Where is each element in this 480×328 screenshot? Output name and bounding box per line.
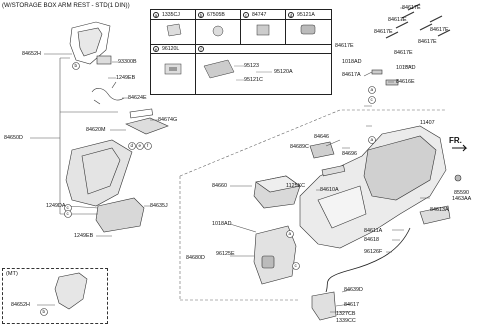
callout-letter-a: a [370,137,374,142]
callout-letter-c: c [66,211,69,216]
part-label: 84624E [128,95,147,101]
callout-letter-a: a [288,231,292,236]
diagram-header: (W/STORAGE BOX ARM REST - STD(1 DIN)) [2,2,130,9]
part-label: 84617E [374,29,393,35]
callout-letter-c: c [294,263,297,268]
part-label: 84617E [402,5,421,11]
part-label: 84617E [430,27,449,33]
part-label: 84689C [290,144,309,150]
part-label: 84617E [388,17,407,23]
part-label: 85590 [454,190,469,196]
callout-letter-b: b [42,309,46,314]
part-label: 84650D [4,135,23,141]
part-label: 96126F [364,249,383,255]
part-label: 84635J [150,203,168,209]
storage-box [95,197,145,233]
legend-cell-f: f 95123 95121C 95120A [196,44,332,95]
callout-letter-b: b [74,63,78,68]
part-label: 1018AD [342,59,362,65]
wiring-harness [91,81,125,105]
part-label: 84610A [320,187,339,193]
part-label: 84611A [364,228,383,234]
callout-letter-f: f [147,143,149,148]
part-label: 84652H [11,302,30,308]
part-label: 84620M [86,127,106,133]
part-label: 1018AD [396,65,416,71]
console-upper-cover [65,139,133,207]
variant-label: (MT) [6,271,18,277]
part-label: 1249EB [74,233,94,239]
part-label: 1327CB [336,311,356,317]
part-label: 93300B [118,59,137,65]
callout-letter-c: c [66,205,69,210]
mt-variant-box: (MT) 84652H [2,268,108,324]
part-label: 84617 [344,302,359,308]
part-label: 96125E [216,251,235,257]
rear-cover [253,225,297,285]
callout-letter-c: c [370,97,373,102]
part-label: 1018AD [212,221,232,227]
part-label: 84617A [342,72,361,78]
part-label: 84617E [394,50,413,56]
callout-letter-e: e [138,143,142,148]
callout-letter-a: a [370,87,374,92]
part-label: 84613A [430,207,449,213]
part-label: 84616E [396,79,415,85]
part-label: 84639D [344,287,363,293]
part-label: 1249EB [116,75,136,81]
insulator-pad [125,117,169,135]
part-label: 84617E [418,39,437,45]
part-label: 1125KC [286,183,306,189]
part-label: 1339CC [336,318,356,324]
part-label: 84652H [22,51,41,57]
callout-letter-d: d [130,143,134,148]
part-label: 11407 [420,120,435,126]
part-label: 84680D [186,255,205,261]
part-label: 1463AA [452,196,472,202]
part-label: 1249DA [46,203,66,209]
part-label: 84617E [335,43,354,49]
part-label: 84674G [158,117,178,123]
front-direction-label: FR. [449,136,462,145]
part-label: 84660 [212,183,227,189]
part-label: 84696 [342,151,357,157]
switch-part [96,55,112,65]
part-label: 84646 [314,134,329,140]
tray-part [309,141,335,159]
part-label: 84618 [364,237,379,243]
